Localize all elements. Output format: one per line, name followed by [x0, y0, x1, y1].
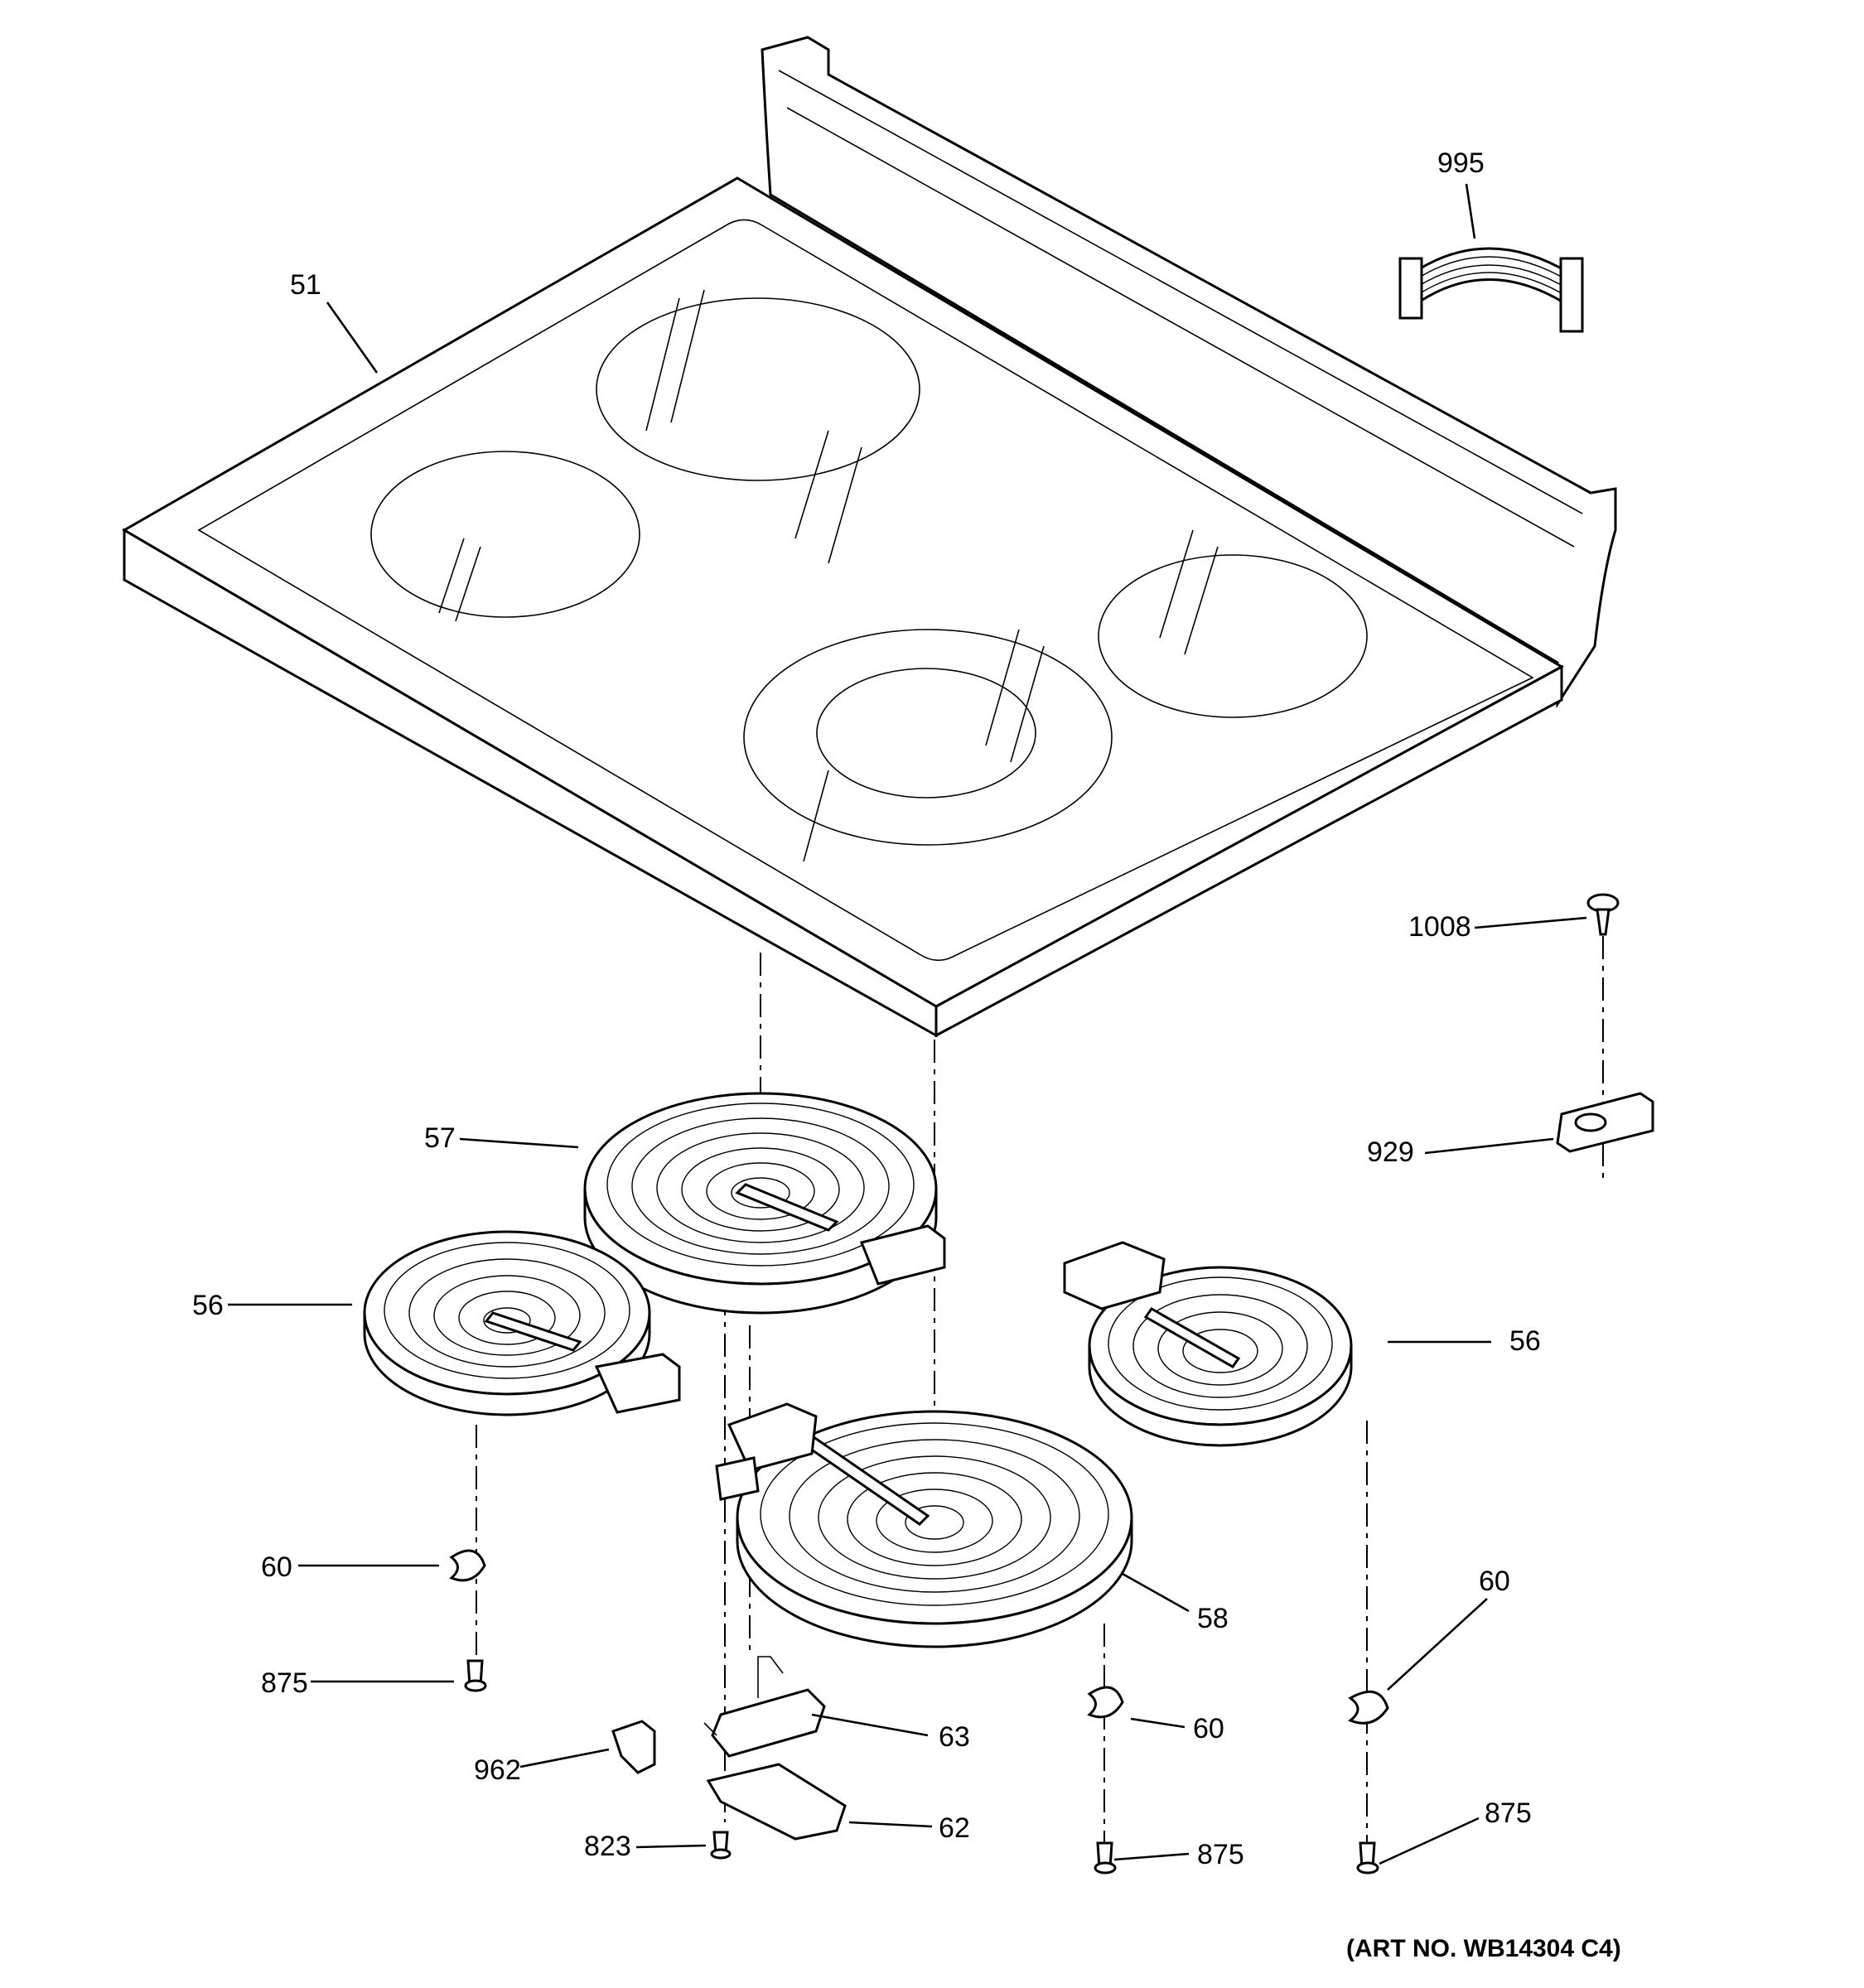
screw-part-875-center — [1094, 1841, 1117, 1875]
callout-58: 58 — [1197, 1603, 1229, 1634]
callout-875-right: 875 — [1485, 1797, 1532, 1829]
clip-part-60-left — [449, 1549, 486, 1582]
callout-962: 962 — [474, 1754, 521, 1786]
art-number: (ART NO. WB14304 C4) — [1346, 1935, 1621, 1962]
callout-56-left: 56 — [192, 1290, 224, 1321]
radiant-element-part-56-right — [1063, 1241, 1353, 1447]
callout-995: 995 — [1437, 147, 1485, 179]
wire-harness-part-995 — [1398, 247, 1584, 333]
callout-929: 929 — [1367, 1136, 1414, 1168]
clip-part-60-right — [1348, 1690, 1389, 1725]
callout-56-right: 56 — [1509, 1325, 1541, 1357]
screw-part-823 — [710, 1831, 732, 1860]
clip-part-60-center — [1087, 1686, 1124, 1719]
callout-823: 823 — [584, 1831, 631, 1862]
screw-part-875-left — [464, 1659, 487, 1692]
bracket-part-63 — [703, 1656, 826, 1758]
leader-lines — [228, 183, 1587, 1865]
callout-60-center: 60 — [1193, 1713, 1224, 1744]
screw-part-1008 — [1586, 893, 1620, 936]
callout-62: 62 — [939, 1812, 970, 1844]
callout-60-right: 60 — [1479, 1566, 1510, 1597]
radiant-element-part-58 — [715, 1402, 1133, 1648]
callout-63: 63 — [939, 1721, 970, 1753]
callout-57: 57 — [424, 1122, 456, 1154]
bracket-part-62 — [706, 1763, 847, 1841]
clip-part-962 — [611, 1720, 656, 1774]
cooktop-glass-part-51 — [122, 36, 1617, 1038]
screw-part-875-right — [1356, 1841, 1379, 1875]
radiant-element-part-56-left — [363, 1230, 681, 1416]
callout-60-left: 60 — [261, 1551, 292, 1583]
callout-51: 51 — [290, 269, 321, 301]
bracket-part-929 — [1556, 1092, 1654, 1153]
radiant-element-part-57 — [583, 1092, 946, 1315]
callout-875-left: 875 — [261, 1667, 308, 1699]
callout-1008: 1008 — [1408, 911, 1471, 943]
callout-875-center: 875 — [1197, 1839, 1244, 1870]
